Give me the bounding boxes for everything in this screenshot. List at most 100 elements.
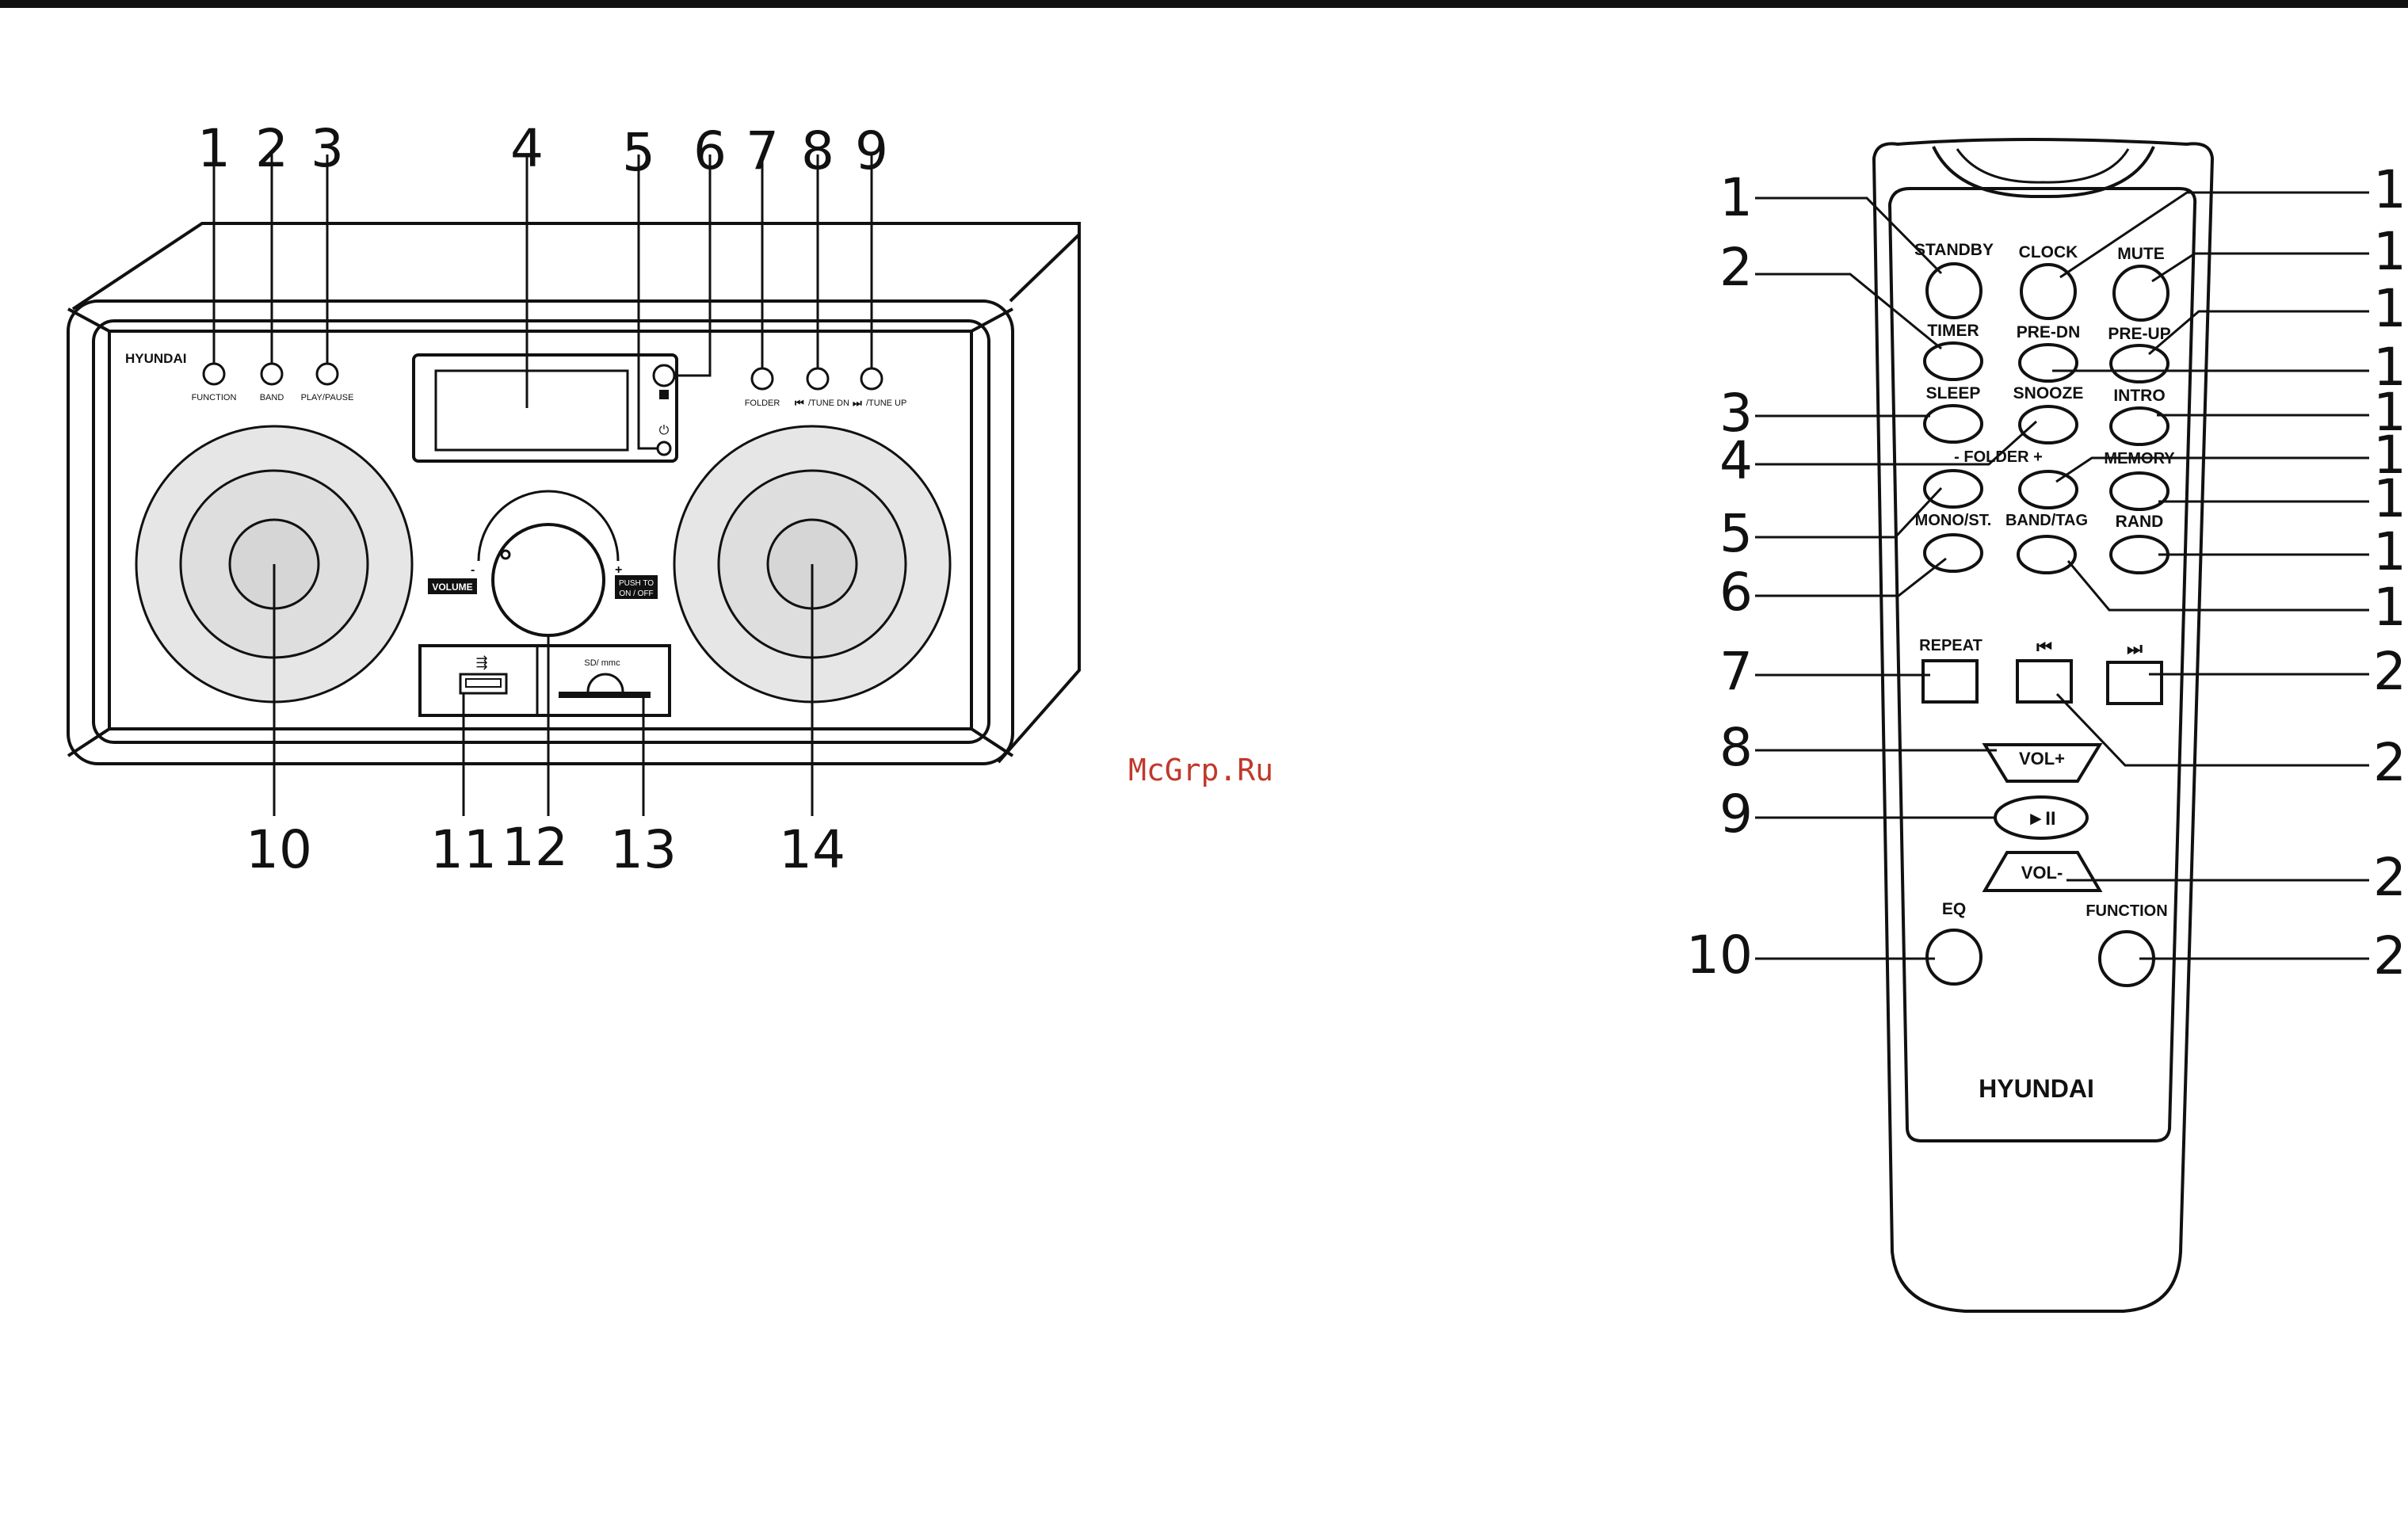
tune-down-button-label: /TUNE DN (808, 399, 849, 408)
remote-callout-6: 6 (1719, 562, 1753, 623)
vol-plus-label: VOL+ (2019, 749, 2065, 768)
remote-callout-21: 21 (2373, 732, 2408, 793)
tune-up-button[interactable] (860, 367, 883, 391)
vol-plus-button[interactable] (1982, 743, 2103, 783)
next-track-button[interactable] (2106, 661, 2163, 705)
sd-card-slot[interactable] (559, 692, 651, 698)
play-pause-button[interactable] (315, 362, 339, 386)
next-track-icon: ⏭ (2127, 639, 2143, 658)
remote-control: HYUNDAI STANDBY CLOCK MUTE TIMER PRE-DN … (1872, 138, 2215, 1313)
remote-callout-16: 16 (2373, 425, 2408, 486)
remote-callout-20: 20 (2373, 641, 2408, 702)
remote-callouts-right: 11 12 13 14 15 16 17 18 19 20 21 22 23 (2373, 159, 2408, 986)
top-border-bar (0, 0, 2408, 8)
timer-button[interactable] (1923, 341, 1983, 381)
media-bay (418, 644, 671, 717)
push-to-on-off-box (615, 575, 658, 599)
volume-knob[interactable] (477, 490, 620, 637)
remote-callout-lines (1755, 191, 2369, 960)
timer-label: TIMER (1927, 322, 1979, 340)
remote-callout-14: 14 (2373, 337, 2408, 398)
standby-button[interactable] (1925, 262, 1982, 319)
sd-mmc-label: SD/ mmc (584, 658, 620, 668)
remote-brand-logo: HYUNDAI (1979, 1074, 2094, 1103)
radio-callout-12: 12 (502, 817, 568, 878)
radio-callout-6: 6 (693, 120, 727, 181)
repeat-label: REPEAT (1919, 637, 1982, 654)
remote-callout-18: 18 (2373, 521, 2408, 582)
folder-button-label: FOLDER (745, 399, 780, 408)
folder-plus-button[interactable] (2018, 470, 2078, 509)
remote-callout-19: 19 (2373, 577, 2408, 638)
radio-callout-13: 13 (610, 819, 677, 880)
eq-label: EQ (1942, 900, 1966, 918)
mute-button[interactable] (2112, 265, 2169, 322)
folder-button[interactable] (750, 367, 774, 391)
radio-callout-1: 1 (197, 118, 231, 179)
pre-up-button[interactable] (2109, 344, 2169, 383)
radio-callout-4: 4 (510, 118, 544, 179)
standby-indicator (656, 441, 672, 456)
remote-callout-4: 4 (1719, 430, 1753, 491)
tune-down-button[interactable] (806, 367, 830, 391)
snooze-button[interactable] (2018, 405, 2078, 444)
pre-up-label: PRE-UP (2108, 325, 2170, 343)
rand-label: RAND (2116, 513, 2164, 531)
tune-down-icon: ⏮ (795, 397, 804, 409)
remote-callouts-left: 1 2 3 4 5 6 7 8 9 10 (1686, 167, 1753, 986)
band-button[interactable] (260, 362, 284, 386)
radio-callouts-top: 1 2 3 4 5 6 7 8 9 (197, 118, 888, 183)
radio-callout-14: 14 (779, 819, 845, 880)
stop-icon (659, 390, 669, 399)
remote-callout-2: 2 (1719, 237, 1753, 298)
clock-label: CLOCK (2019, 243, 2078, 261)
remote-callout-3: 3 (1719, 383, 1753, 444)
mono-st-button[interactable] (1923, 533, 1983, 573)
clock-button[interactable] (2020, 263, 2077, 320)
on-off-label: ON / OFF (619, 589, 653, 598)
radio-callout-5: 5 (622, 122, 655, 183)
radio-callout-11: 11 (430, 819, 497, 880)
push-to-label: PUSH TO (619, 579, 654, 588)
mute-label: MUTE (2117, 245, 2165, 263)
function-button-label: FUNCTION (192, 393, 237, 402)
tune-up-icon: ⏭ (853, 397, 862, 409)
stop-button[interactable] (652, 364, 676, 387)
memory-button[interactable] (2109, 471, 2169, 511)
remote-callout-12: 12 (2373, 221, 2408, 282)
folder-minus-button[interactable] (1923, 469, 1983, 509)
remote-callout-15: 15 (2373, 382, 2408, 443)
band-tag-button[interactable] (2017, 535, 2077, 574)
lcd-display (434, 369, 629, 452)
radio-callout-8: 8 (801, 120, 834, 181)
remote-callout-10: 10 (1686, 925, 1753, 986)
play-pause-button-label: PLAY/PAUSE (301, 393, 354, 402)
pre-dn-label: PRE-DN (2017, 323, 2081, 341)
intro-button[interactable] (2109, 406, 2169, 446)
radio-brand-logo: HYUNDAI (125, 351, 186, 366)
volume-label: VOLUME (432, 582, 472, 593)
band-tag-label: BAND/TAG (2005, 512, 2088, 529)
band-button-label: BAND (260, 393, 284, 402)
tune-up-button-label: /TUNE UP (866, 399, 906, 408)
remote-callout-5: 5 (1719, 503, 1753, 564)
sleep-button[interactable] (1923, 404, 1983, 444)
vol-minus-button[interactable] (1982, 851, 2103, 892)
radio-callout-7: 7 (746, 120, 779, 181)
remote-callout-17: 17 (2373, 468, 2408, 529)
usb-port[interactable] (459, 673, 508, 695)
prev-track-button[interactable] (2016, 659, 2073, 704)
sleep-label: SLEEP (1926, 384, 1981, 402)
standby-label: STANDBY (1914, 241, 1994, 259)
radio-callouts-bottom: 10 11 12 13 14 (246, 817, 845, 880)
remote-callout-7: 7 (1719, 641, 1753, 702)
pre-dn-button[interactable] (2018, 343, 2078, 383)
radio-callout-lines (212, 154, 873, 816)
function-button[interactable] (202, 362, 226, 386)
eq-button[interactable] (1925, 929, 1982, 986)
power-icon: ⏻ (659, 424, 670, 437)
function-label: FUNCTION (2086, 902, 2167, 920)
repeat-button[interactable] (1921, 659, 1979, 704)
remote-callout-22: 22 (2373, 847, 2408, 908)
